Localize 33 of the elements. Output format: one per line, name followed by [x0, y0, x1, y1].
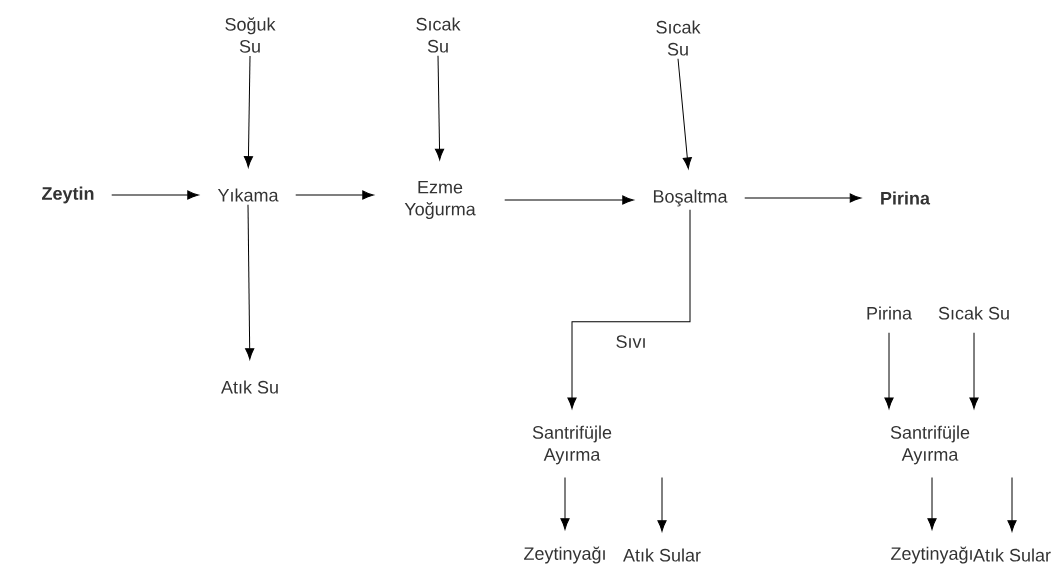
process-label: Yıkama [217, 188, 279, 202]
process-label: Santrifüjle Ayırma [890, 425, 970, 465]
arrow [111, 190, 199, 200]
process-label: Zeytinyağı [524, 546, 605, 564]
arrow [243, 55, 254, 168]
arrow [295, 190, 374, 200]
arrow [677, 58, 692, 169]
process-label: Sıcak Su [416, 17, 461, 53]
arrow [245, 204, 255, 360]
process-label: Santrifüjle Ayırma [532, 425, 612, 465]
arrow [657, 477, 667, 532]
process-label: Ezme Yoğurma [404, 180, 476, 220]
process-label: Soğuk Su [225, 17, 276, 53]
arrow [744, 193, 862, 203]
process-label: Zeytinyağı [891, 546, 972, 564]
arrow [560, 477, 570, 530]
process-label: Sıcak Su [656, 20, 701, 56]
process-label: Atık Su [221, 380, 278, 394]
arrow [434, 55, 445, 161]
process-label: Pirina [867, 306, 912, 320]
process-label: Pirina [881, 191, 931, 205]
process-label: Zeytin [42, 186, 94, 204]
process-label: Atık Sular [973, 548, 1051, 562]
arrow [884, 332, 894, 409]
process-label: Atık Sular [623, 548, 701, 562]
arrow [1007, 477, 1017, 532]
process-label: Sıcak Su [938, 306, 1009, 320]
process-label: Boşaltma [653, 189, 728, 207]
arrow [969, 332, 979, 409]
arrow [567, 209, 691, 409]
edge-label: Sıvı [613, 333, 649, 350]
arrow [927, 477, 937, 530]
arrow [504, 195, 634, 205]
